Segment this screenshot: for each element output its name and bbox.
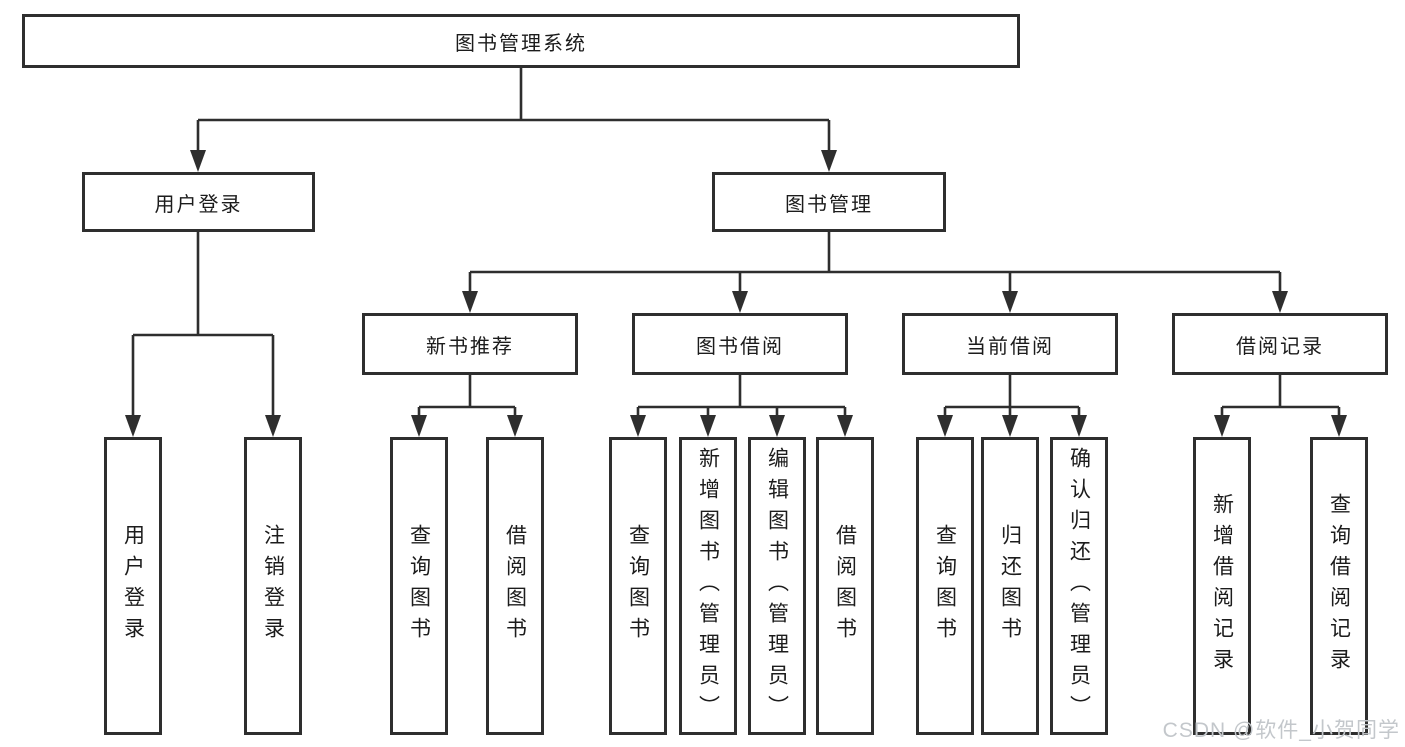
- node-label: 用户登录: [121, 524, 145, 648]
- leaf-borrow-books: 借阅图书: [486, 437, 544, 735]
- node-label: 当前借阅: [966, 335, 1054, 358]
- node-label: 图书管理: [785, 193, 873, 216]
- leaf-edit-books-admin: 编辑图书（管理员）: [748, 437, 806, 735]
- leaf-confirm-return-admin: 确认归还（管理员）: [1050, 437, 1108, 735]
- leaf-logout: 注销登录: [244, 437, 302, 735]
- leaf-query-books: 查询图书: [390, 437, 448, 735]
- node-user-login: 用户登录: [82, 172, 315, 232]
- node-label: 图书借阅: [696, 335, 784, 358]
- arrowhead-icons: [125, 150, 1347, 437]
- node-label: 查询图书: [407, 524, 431, 648]
- node-root-system: 图书管理系统: [22, 14, 1020, 68]
- node-new-book-recommend: 新书推荐: [362, 313, 578, 375]
- leaf-add-borrow-record: 新增借阅记录: [1193, 437, 1251, 735]
- leaf-query-books: 查询图书: [916, 437, 974, 735]
- node-label: 借阅图书: [503, 524, 527, 648]
- node-label: 新增图书（管理员）: [696, 446, 720, 726]
- node-label: 借阅记录: [1236, 335, 1324, 358]
- leaf-borrow-books: 借阅图书: [816, 437, 874, 735]
- node-label: 用户登录: [154, 193, 243, 216]
- node-label: 查询图书: [933, 524, 957, 648]
- node-label: 编辑图书（管理员）: [765, 446, 789, 726]
- node-label: 查询图书: [626, 524, 650, 648]
- leaf-add-books-admin: 新增图书（管理员）: [679, 437, 737, 735]
- node-label: 归还图书: [998, 524, 1022, 648]
- node-label: 图书管理系统: [455, 32, 587, 55]
- node-book-management: 图书管理: [712, 172, 946, 232]
- node-current-borrowing: 当前借阅: [902, 313, 1118, 375]
- node-label: 查询借阅记录: [1327, 493, 1351, 679]
- node-label: 新增借阅记录: [1210, 493, 1234, 679]
- node-label: 注销登录: [261, 524, 285, 648]
- leaf-query-borrow-record: 查询借阅记录: [1310, 437, 1368, 735]
- node-label: 确认归还（管理员）: [1067, 446, 1091, 726]
- node-book-borrowing: 图书借阅: [632, 313, 848, 375]
- node-borrow-records: 借阅记录: [1172, 313, 1388, 375]
- csdn-watermark: CSDN @软件_小贺同学: [1162, 719, 1400, 742]
- leaf-user-login: 用户登录: [104, 437, 162, 735]
- leaf-query-books: 查询图书: [609, 437, 667, 735]
- node-label: 借阅图书: [833, 524, 857, 648]
- leaf-return-books: 归还图书: [981, 437, 1039, 735]
- node-label: 新书推荐: [426, 335, 514, 358]
